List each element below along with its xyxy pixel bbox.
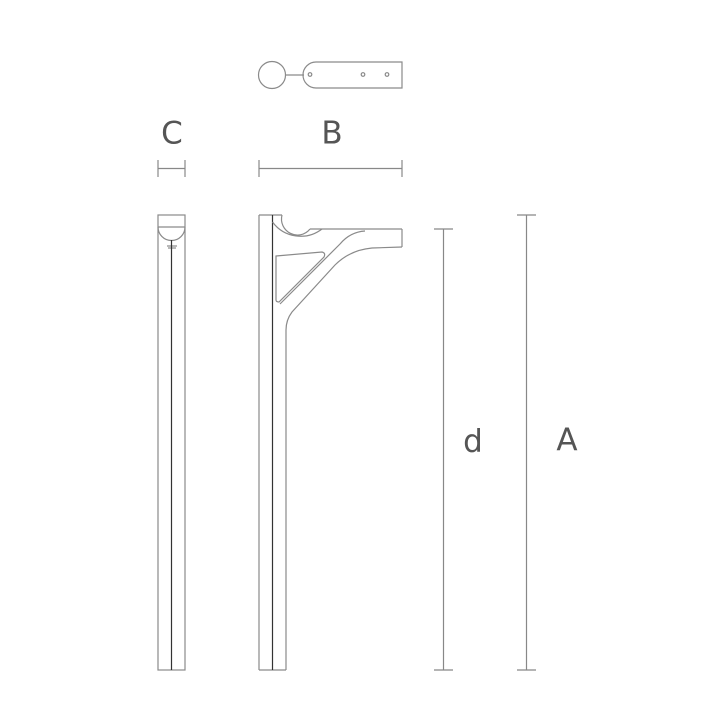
- dimension-b: [258, 160, 403, 177]
- dimension-label-c: C: [161, 115, 183, 152]
- mounting-hole: [384, 72, 390, 77]
- dimension-d: [434, 228, 453, 671]
- front-view: [157, 214, 186, 671]
- dimension-label-a: A: [556, 422, 578, 459]
- mounting-hole: [360, 72, 366, 77]
- dimension-c: [157, 160, 186, 177]
- dimension-label-b: B: [321, 115, 343, 152]
- mounting-hole: [307, 72, 313, 77]
- side-view: [258, 214, 403, 671]
- dimension-label-d: d: [463, 423, 483, 460]
- dimension-a: [517, 214, 536, 671]
- top-view: [257, 60, 403, 90]
